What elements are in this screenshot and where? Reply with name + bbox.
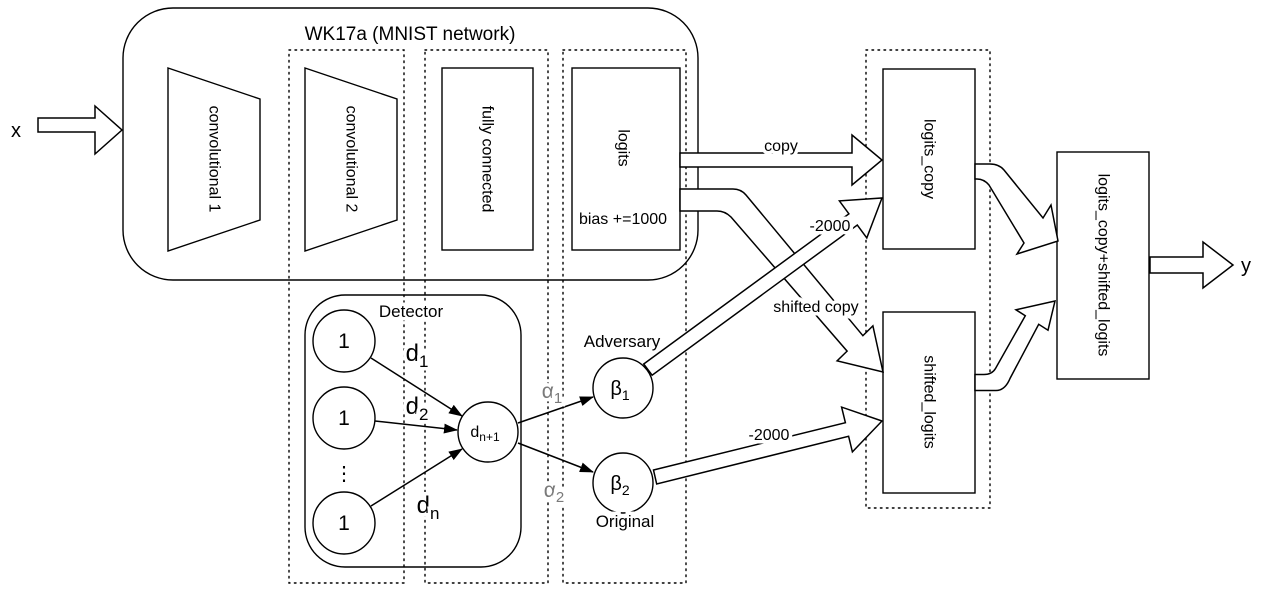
shifted-logits-container: shifted_logits (882, 311, 976, 494)
logits-box (571, 67, 681, 251)
layer-conv1: convolutional 1 (167, 67, 261, 252)
edge-d2 (374, 420, 458, 434)
detector-node-2 (312, 386, 376, 450)
shifted-copy-label: shifted copy (773, 299, 858, 316)
detector-box (304, 294, 522, 568)
beta1-node (592, 357, 654, 419)
alpha1-label: α1 (542, 380, 562, 407)
minus2000-bottom-arrow (652, 405, 884, 485)
conv1-trapezoid (167, 67, 261, 252)
original-label: Original (596, 512, 655, 531)
sum-box (1056, 151, 1150, 380)
sum-container: logits_copy+shifted_logits (1056, 151, 1150, 380)
wk17a-title: WK17a (MNIST network) (305, 24, 516, 45)
layer-fully-connected: fully connected (441, 67, 534, 251)
beta2-node (592, 452, 654, 514)
logits-copy-container: logits_copy (882, 68, 976, 250)
logits-label: logits (615, 129, 632, 166)
dotted-region-outputs (865, 49, 991, 509)
detector-title: Detector (379, 302, 444, 321)
layer-conv2: convolutional 2 (304, 67, 398, 252)
wk17a-box (122, 7, 699, 281)
logits-copy-to-sum-arrow (974, 163, 1059, 256)
output-arrow (1149, 240, 1235, 290)
edge-d1 (370, 357, 463, 417)
minus2000-top-label: -2000 (810, 218, 851, 235)
wk17a-network-container: WK17a (MNIST network) (122, 7, 699, 281)
logits-copy-box (882, 68, 976, 250)
input-arrow (37, 104, 124, 156)
detector-node-1 (312, 309, 376, 373)
shifted-to-sum-arrow (974, 300, 1057, 392)
weight-dn-label: dn (417, 492, 440, 523)
detector-output-node (457, 401, 519, 463)
shifted-logits-box (882, 311, 976, 494)
minus2000-bottom-label: -2000 (749, 427, 790, 444)
copy-arrow-label: copy (764, 138, 798, 155)
input-label: x (11, 120, 21, 142)
edge-alpha1 (517, 396, 594, 424)
conv1-label: convolutional 1 (206, 106, 223, 213)
edge-alpha2 (517, 442, 594, 473)
fully-connected-label: fully connected (479, 106, 496, 213)
conv2-label: convolutional 2 (343, 106, 360, 213)
alpha2-label: α2 (544, 479, 564, 506)
shifted-copy-arrow (679, 188, 884, 374)
dotted-region-logits (562, 49, 687, 584)
weight-d1-label: d1 (406, 340, 429, 371)
shifted-logits-label: shifted_logits (921, 355, 938, 448)
copy-arrow (679, 133, 884, 187)
detector-ellipsis: ⋮ (334, 463, 354, 485)
dotted-region-fully-connected (424, 49, 549, 584)
detector-node-1-label: 1 (338, 330, 350, 353)
detector-node-2-label: 1 (338, 407, 350, 430)
detector-node-3 (312, 491, 376, 555)
detector-node-3-label: 1 (338, 512, 350, 535)
adversary-label: Adversary (584, 332, 661, 351)
logits-copy-label: logits_copy (921, 119, 938, 199)
detector-output-label: dn+1 (470, 424, 500, 444)
detector-container: Detector 1 1 ⋮ 1 d1 d2 dn dn+1 (304, 294, 522, 568)
beta1-label: β1 (610, 378, 630, 403)
edge-dn (370, 448, 463, 507)
fully-connected-box (441, 67, 534, 251)
selector-group: α1 α2 Adversary β1 β2 Original (517, 329, 664, 535)
minus2000-top-arrow (642, 197, 884, 377)
sum-label: logits_copy+shifted_logits (1095, 174, 1112, 357)
layer-logits: logits bias +=1000 (571, 67, 681, 251)
bias-note: bias +=1000 (579, 211, 667, 228)
beta2-label: β2 (610, 473, 630, 498)
output-label: y (1241, 255, 1251, 277)
conv2-trapezoid (304, 67, 398, 252)
weight-d2-label: d2 (406, 393, 429, 424)
